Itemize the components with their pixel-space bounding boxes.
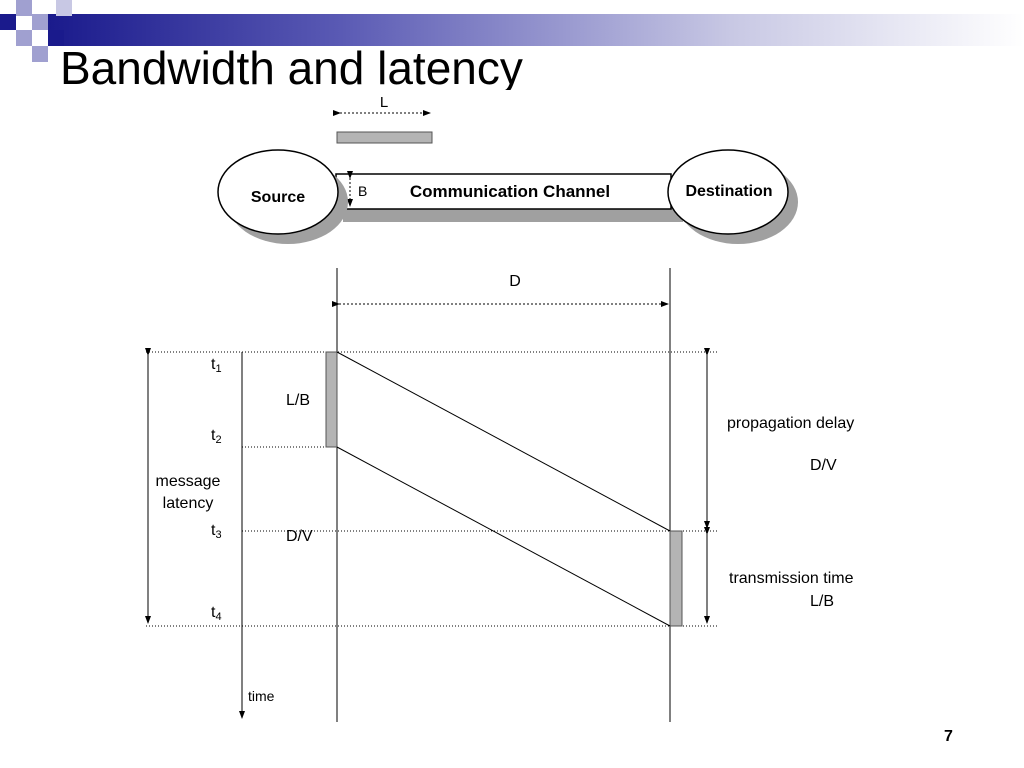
destination-node	[667, 149, 789, 235]
message-latency-line2: latency	[163, 495, 214, 512]
dv-label: D/V	[286, 528, 313, 545]
last-bit-path	[336, 446, 671, 627]
t2-label: t2	[211, 427, 222, 446]
propagation-delay-value: D/V	[810, 457, 837, 474]
destination-label: Destination	[685, 183, 772, 200]
page-number: 7	[944, 728, 953, 745]
decor-square-icon	[32, 14, 48, 30]
first-bit-path	[336, 351, 671, 532]
lb-label: L/B	[286, 392, 310, 409]
packet-length-label: L	[380, 94, 388, 111]
distance-label: D	[509, 273, 521, 290]
decor-square-icon	[16, 0, 32, 16]
time-axis-label: time	[248, 688, 275, 704]
decor-square-icon	[32, 46, 48, 62]
receive-bar	[669, 530, 683, 627]
title-gradient-bar	[48, 14, 1024, 46]
t4-label: t4	[211, 604, 222, 623]
channel-label: Communication Channel	[410, 182, 610, 201]
decor-square-icon	[48, 30, 64, 46]
decor-square-icon	[0, 14, 16, 30]
t3-label: t3	[211, 522, 222, 541]
t1-label: t1	[211, 356, 222, 375]
transmission-time-label: transmission time	[729, 570, 854, 587]
bandwidth-label: B	[358, 183, 367, 199]
source-node	[217, 149, 339, 235]
transmission-time-value: L/B	[810, 593, 834, 610]
decor-square-icon	[16, 30, 32, 46]
source-label: Source	[251, 189, 305, 206]
message-latency-line1: message	[156, 473, 221, 490]
decor-square-icon	[56, 0, 72, 16]
packet-bar	[336, 131, 433, 144]
send-bar	[325, 351, 338, 448]
propagation-delay-label: propagation delay	[727, 415, 854, 432]
slide-title: Bandwidth and latency	[60, 42, 523, 90]
